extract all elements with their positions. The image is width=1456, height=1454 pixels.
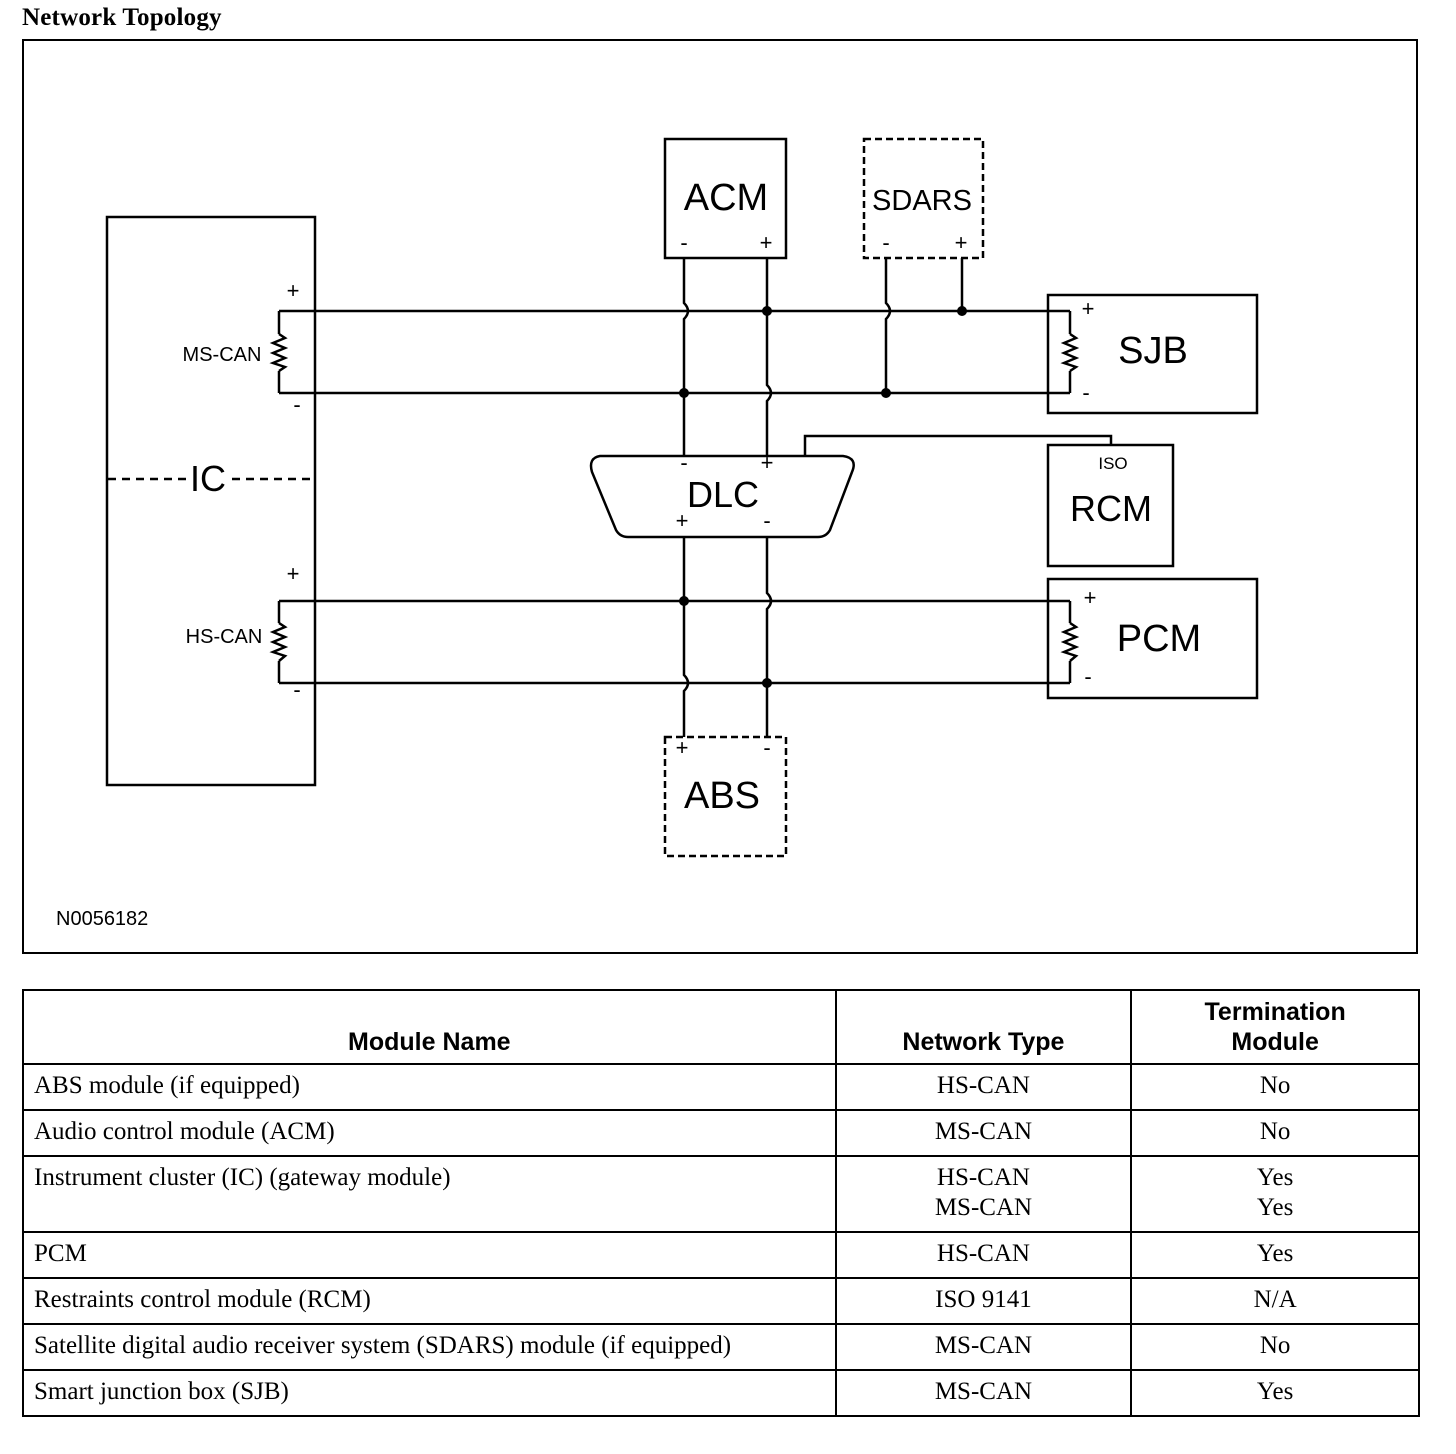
termination-cell: N/A xyxy=(1130,1277,1420,1325)
table-row: Restraints control module (RCM) ISO 9141… xyxy=(22,1277,1420,1325)
termination-cell: Yes xyxy=(1130,1231,1420,1279)
network-type-cell: MS-CAN xyxy=(834,1323,1133,1371)
acm-label: ACM xyxy=(684,177,768,219)
network-type-value: MS-CAN xyxy=(934,1194,1033,1221)
network-type-cell: ISO 9141 xyxy=(834,1277,1133,1325)
termination-value: Yes xyxy=(1256,1194,1294,1221)
pcm-minus-mark: - xyxy=(1084,664,1091,689)
table-row: Satellite digital audio receiver system … xyxy=(22,1323,1420,1371)
pcm-label: PCM xyxy=(1117,618,1201,660)
abs-plus-mark: + xyxy=(676,735,689,760)
sdars-label: SDARS xyxy=(872,185,972,217)
ic-ms-minus-mark: - xyxy=(293,392,300,417)
acm-minus-mark: - xyxy=(680,230,687,255)
rcm-iso-label: ISO xyxy=(1098,454,1127,473)
network-topology-diagram xyxy=(22,39,1418,954)
rcm-label: RCM xyxy=(1070,488,1152,529)
dlc-lower-plus-mark: + xyxy=(676,508,689,533)
dlc-lower-minus-mark: - xyxy=(763,508,770,533)
termination-value: Yes xyxy=(1256,1164,1294,1191)
sjb-plus-mark: + xyxy=(1082,296,1095,321)
acm-plus-mark: + xyxy=(760,230,773,255)
sdars-box xyxy=(862,137,985,260)
module-name-cell: PCM xyxy=(22,1231,837,1279)
sdars-minus-mark: - xyxy=(882,230,889,255)
sjb-label: SJB xyxy=(1118,330,1188,372)
network-type-cell: HS-CAN MS-CAN xyxy=(834,1155,1133,1233)
ic-box xyxy=(105,215,317,787)
module-table: Module Name Network Type Termination Mod… xyxy=(22,989,1420,1417)
sjb-minus-mark: - xyxy=(1082,380,1089,405)
abs-minus-mark: - xyxy=(763,735,770,760)
abs-label: ABS xyxy=(684,775,760,817)
module-name-cell: Audio control module (ACM) xyxy=(22,1109,837,1157)
termination-cell: Yes Yes xyxy=(1130,1155,1420,1233)
figure-id: N0056182 xyxy=(56,908,148,930)
table-row: Instrument cluster (IC) (gateway module)… xyxy=(22,1155,1420,1233)
sdars-plus-mark: + xyxy=(955,230,968,255)
table-row: ABS module (if equipped) HS-CAN No xyxy=(22,1063,1420,1111)
module-name-cell: Smart junction box (SJB) xyxy=(22,1369,837,1417)
network-type-cell: MS-CAN xyxy=(834,1109,1133,1157)
module-name-cell: Instrument cluster (IC) (gateway module) xyxy=(22,1155,837,1233)
module-name-cell: Restraints control module (RCM) xyxy=(22,1277,837,1325)
network-type-cell: MS-CAN xyxy=(834,1369,1133,1417)
table-header-row: Module Name Network Type Termination Mod… xyxy=(22,989,1420,1065)
pcm-plus-mark: + xyxy=(1084,585,1097,610)
ic-ms-plus-mark: + xyxy=(287,278,300,303)
acm-box xyxy=(663,137,788,260)
pcm-box xyxy=(1046,577,1259,700)
module-name-cell: ABS module (if equipped) xyxy=(22,1063,837,1111)
dlc-connector xyxy=(589,454,855,539)
table-row: Audio control module (ACM) MS-CAN No xyxy=(22,1109,1420,1157)
table-row: PCM HS-CAN Yes xyxy=(22,1231,1420,1279)
sjb-box xyxy=(1046,293,1259,415)
termination-cell: No xyxy=(1130,1063,1420,1111)
header-termination-line2: Module xyxy=(1231,1028,1319,1056)
network-type-cell: HS-CAN xyxy=(834,1231,1133,1279)
network-type-cell: HS-CAN xyxy=(834,1063,1133,1111)
ic-hs-minus-mark: - xyxy=(293,677,300,702)
dlc-upper-plus-mark: + xyxy=(761,450,774,475)
header-module-name: Module Name xyxy=(22,989,837,1065)
abs-box xyxy=(663,735,788,858)
header-network-type: Network Type xyxy=(834,989,1133,1065)
network-type-value: HS-CAN xyxy=(936,1164,1030,1191)
dlc-upper-minus-mark: - xyxy=(680,450,687,475)
page-title: Network Topology xyxy=(22,4,222,31)
ms-can-label: MS-CAN xyxy=(183,344,262,366)
topology-svg: ACM SDARS SJB DLC ISO RCM PCM ABS IC MS-… xyxy=(56,137,1259,930)
ic-hs-plus-mark: + xyxy=(287,561,300,586)
termination-cell: Yes xyxy=(1130,1369,1420,1417)
header-termination-line1: Termination xyxy=(1204,998,1346,1026)
hs-can-label: HS-CAN xyxy=(186,626,263,648)
module-name-cell: Satellite digital audio receiver system … xyxy=(22,1323,837,1371)
termination-cell: No xyxy=(1130,1323,1420,1371)
table-row: Smart junction box (SJB) MS-CAN Yes xyxy=(22,1369,1420,1417)
header-termination-module: Termination Module xyxy=(1130,989,1420,1065)
termination-cell: No xyxy=(1130,1109,1420,1157)
ic-label: IC xyxy=(190,458,226,499)
dlc-label: DLC xyxy=(687,474,759,515)
